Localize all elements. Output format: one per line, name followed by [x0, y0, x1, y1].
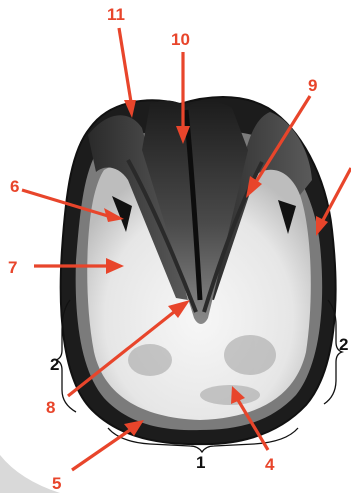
label-5: 5: [52, 474, 61, 493]
label-8: 8: [46, 398, 55, 417]
label-1: 1: [196, 453, 205, 472]
label-4: 4: [265, 455, 275, 474]
label-9: 9: [308, 76, 317, 95]
label-7: 7: [8, 258, 17, 277]
label-2-left: 2: [50, 355, 59, 374]
background-corner-shade: [0, 455, 60, 493]
label-10: 10: [171, 30, 190, 49]
label-11: 11: [107, 5, 125, 24]
label-2-right: 2: [339, 335, 348, 354]
label-6: 6: [10, 177, 19, 196]
arrow-5: [72, 420, 144, 470]
arrow-10: [176, 52, 190, 144]
